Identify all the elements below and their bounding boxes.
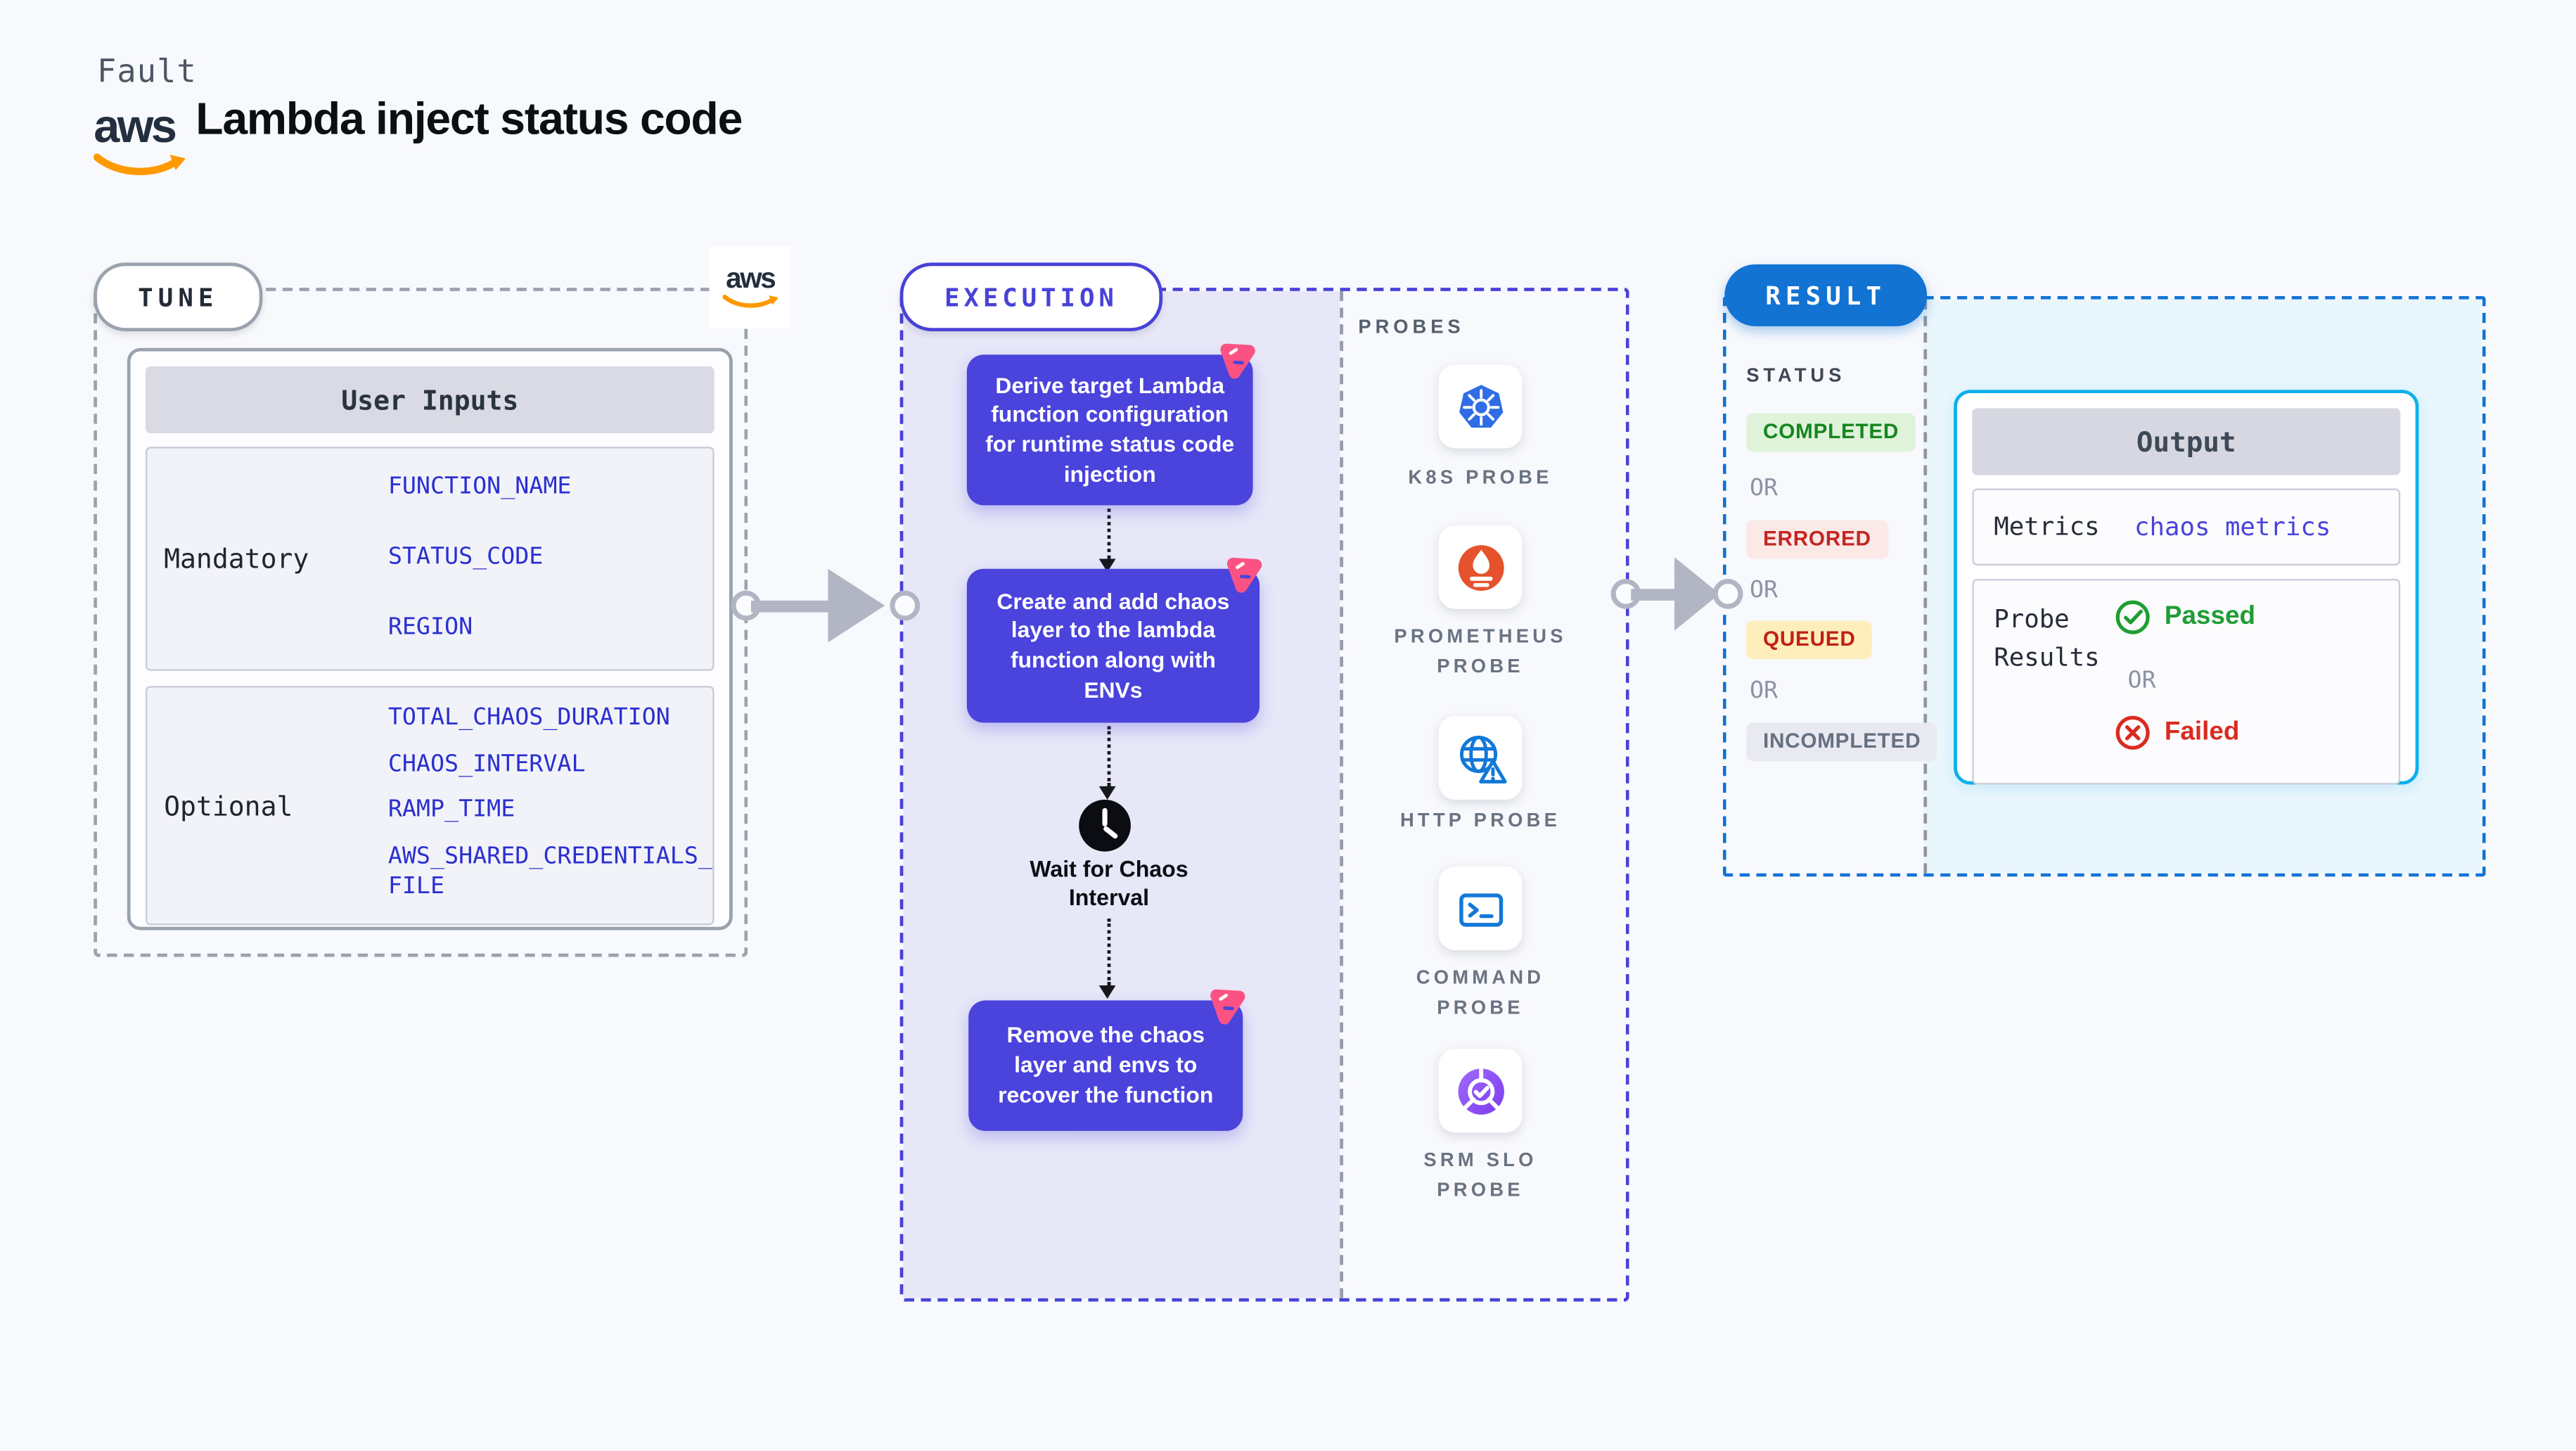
status-badge-completed: COMPLETED bbox=[1746, 413, 1916, 452]
tune-section bbox=[94, 288, 748, 957]
terminal-icon bbox=[1459, 893, 1503, 926]
param-value: RAMP_TIME bbox=[387, 796, 515, 824]
optional-label: Optional bbox=[164, 789, 293, 822]
execution-pill: EXECUTION bbox=[899, 262, 1163, 331]
step-remove-chaos-layer: Remove the chaos layer and envs to recov… bbox=[968, 1000, 1243, 1131]
result-pill: RESULT bbox=[1724, 264, 1928, 326]
fault-label: Fault bbox=[96, 53, 197, 91]
param-value: FUNCTION_NAME bbox=[387, 473, 572, 501]
param-value: REGION bbox=[387, 613, 473, 641]
aws-logo-small: aws bbox=[709, 245, 792, 328]
status-badge-incompleted: INCOMPLETED bbox=[1746, 722, 1938, 762]
probe-label: SRM SLO PROBE bbox=[1423, 1151, 1537, 1202]
probe-results-label: Probe Results bbox=[1994, 603, 2100, 672]
litmus-chaos-icon bbox=[1220, 343, 1255, 379]
failed-result: Failed bbox=[2115, 715, 2240, 751]
aws-logo: aws bbox=[94, 103, 187, 179]
chaos-metrics-link[interactable]: chaos metrics bbox=[2134, 511, 2331, 542]
failed-label: Failed bbox=[2164, 717, 2240, 746]
step-derive-config: Derive target Lambda function configurat… bbox=[966, 354, 1253, 506]
or-label: OR bbox=[1749, 475, 1779, 502]
probes-heading: PROBES bbox=[1358, 317, 1465, 338]
aws-logo-text: aws bbox=[94, 100, 177, 153]
param-value: AWS_SHARED_CREDENTIALS_FILE bbox=[387, 842, 712, 900]
execution-probes-divider bbox=[1340, 290, 1343, 1298]
flow-arrow-execution-to-result bbox=[1610, 557, 1743, 631]
passed-label: Passed bbox=[2164, 602, 2256, 631]
aws-logo-text: aws bbox=[726, 262, 776, 294]
dotted-connector bbox=[1099, 726, 1117, 800]
user-inputs-table: User Inputs Mandatory FUNCTION_NAME STAT… bbox=[127, 347, 733, 931]
probe-label: COMMAND PROBE bbox=[1416, 969, 1545, 1020]
flow-arrow-tune-to-execution bbox=[731, 568, 921, 643]
optional-params: TOTAL_CHAOS_DURATION CHAOS_INTERVAL RAMP… bbox=[388, 688, 716, 923]
status-heading: STATUS bbox=[1746, 366, 1846, 387]
result-divider bbox=[1923, 299, 1928, 874]
probe-label: K8S PROBE bbox=[1408, 468, 1553, 489]
dotted-connector bbox=[1099, 918, 1117, 999]
user-inputs-header: User Inputs bbox=[145, 366, 715, 434]
mandatory-label: Mandatory bbox=[164, 542, 309, 575]
output-card: Output Metrics chaos metrics Probe Resul… bbox=[1954, 390, 2419, 785]
probe-label: PROMETHEUS PROBE bbox=[1394, 627, 1567, 679]
status-badge-queued: QUEUED bbox=[1746, 620, 1873, 660]
probe-label: HTTP PROBE bbox=[1399, 811, 1561, 832]
probe-card-k8s bbox=[1438, 364, 1523, 449]
probe-results-row: Probe Results Passed OR Failed bbox=[1972, 578, 2401, 785]
optional-row: Optional TOTAL_CHAOS_DURATION CHAOS_INTE… bbox=[145, 686, 716, 926]
globe-alert-icon bbox=[1459, 734, 1506, 783]
prometheus-icon bbox=[1457, 544, 1504, 590]
param-value: TOTAL_CHAOS_DURATION bbox=[387, 704, 670, 731]
slo-gauge-icon bbox=[1457, 1066, 1504, 1114]
clock-icon bbox=[1079, 799, 1131, 852]
litmus-chaos-icon bbox=[1226, 558, 1262, 593]
x-circle-icon bbox=[2115, 715, 2150, 750]
litmus-chaos-icon bbox=[1210, 989, 1245, 1025]
page-title: Lambda inject status code bbox=[196, 94, 743, 144]
probe-card-prometheus bbox=[1438, 525, 1523, 609]
dotted-connector bbox=[1099, 509, 1117, 573]
aws-smile-icon bbox=[94, 153, 186, 176]
metrics-row: Metrics chaos metrics bbox=[1972, 488, 2401, 565]
passed-result: Passed bbox=[2115, 599, 2256, 636]
wait-step-label: Wait for Chaos Interval bbox=[1030, 856, 1188, 910]
metrics-label: Metrics bbox=[1994, 511, 2100, 542]
tune-pill: TUNE bbox=[94, 262, 263, 331]
aws-smile-icon bbox=[722, 293, 778, 307]
mandatory-params: FUNCTION_NAME STATUS_CODE REGION bbox=[388, 448, 716, 669]
probe-card-http bbox=[1438, 716, 1523, 800]
or-label: OR bbox=[1749, 677, 1779, 705]
probe-card-command bbox=[1438, 867, 1523, 951]
status-badge-errored: ERRORED bbox=[1746, 520, 1888, 559]
output-header: Output bbox=[1972, 408, 2401, 475]
check-circle-icon bbox=[2115, 600, 2150, 634]
or-label: OR bbox=[2127, 667, 2156, 695]
probe-card-srm-slo bbox=[1438, 1049, 1523, 1133]
step-add-chaos-layer: Create and add chaos layer to the lambda… bbox=[966, 568, 1260, 723]
param-value: STATUS_CODE bbox=[387, 544, 544, 571]
mandatory-row: Mandatory FUNCTION_NAME STATUS_CODE REGI… bbox=[145, 447, 716, 671]
kubernetes-icon bbox=[1458, 384, 1503, 427]
param-value: CHAOS_INTERVAL bbox=[387, 750, 586, 777]
or-label: OR bbox=[1749, 577, 1779, 604]
